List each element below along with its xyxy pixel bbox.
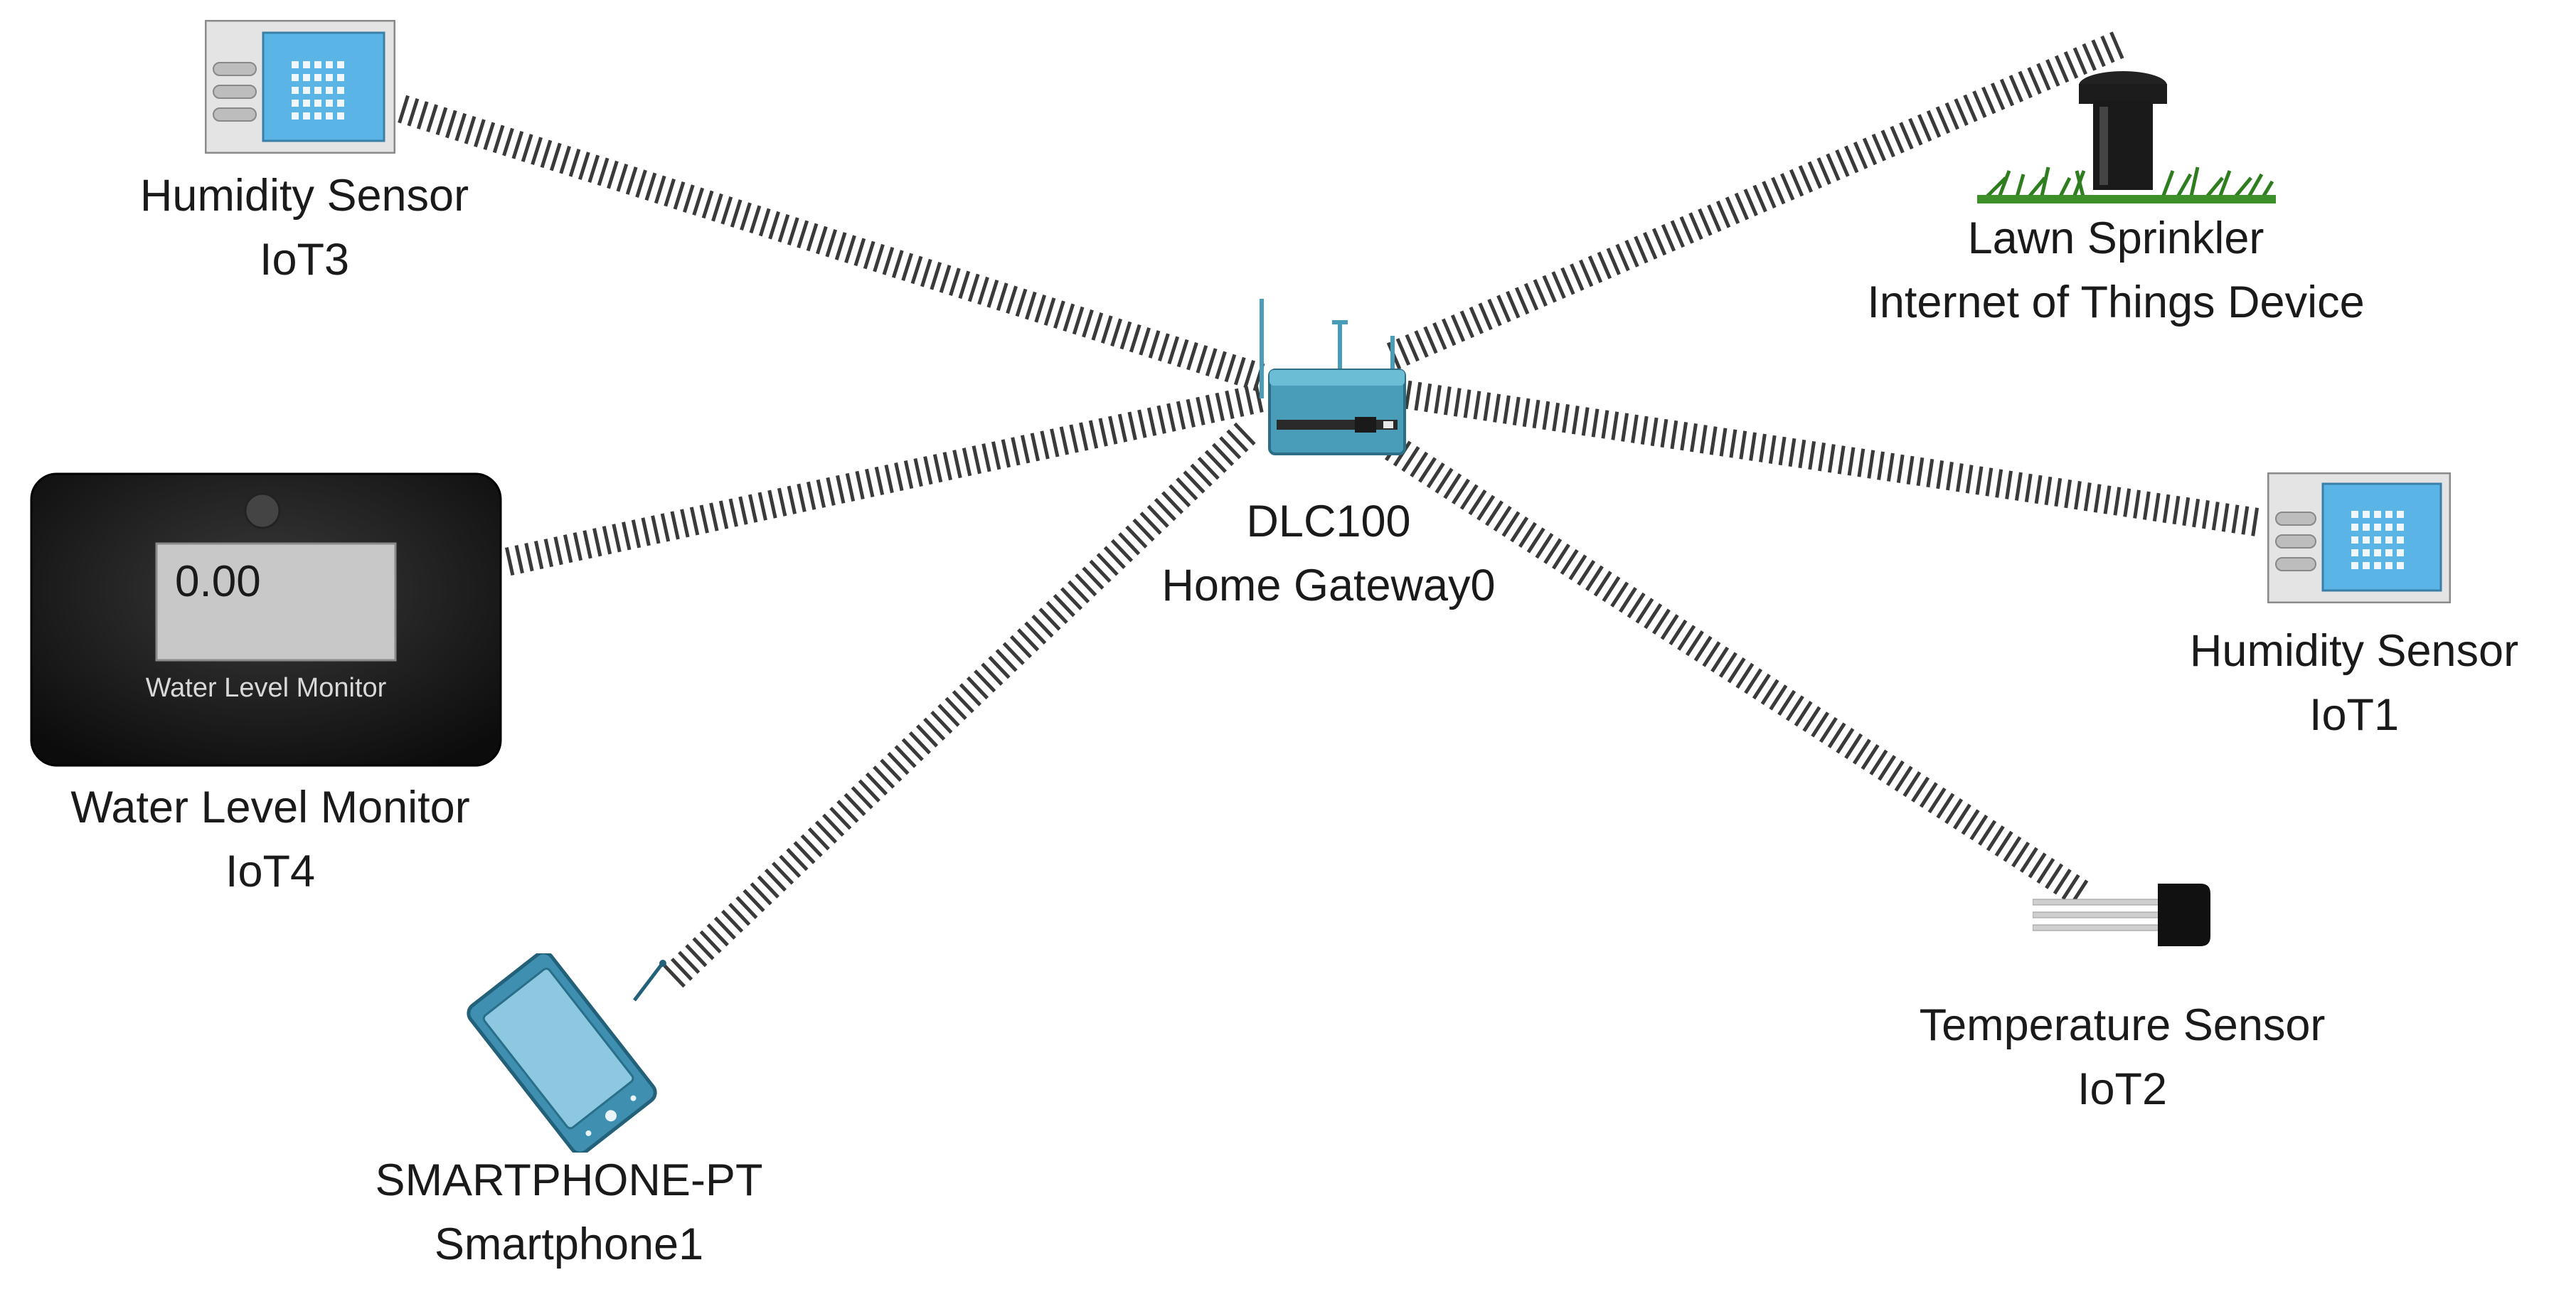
smartphone-label: SMARTPHONE-PT Smartphone1: [376, 1148, 763, 1276]
water-level-monitor-iot4-label: Water Level Monitor IoT4: [70, 775, 469, 904]
device-name: IoT4: [225, 847, 316, 896]
water-level-monitor-iot4-device[interactable]: 0.00 Water Level Monitor: [30, 472, 502, 767]
home-gateway-device[interactable]: [1248, 299, 1426, 477]
home-gateway-icon: [1260, 299, 1406, 455]
device-model: SMARTPHONE-PT: [375, 1155, 763, 1205]
water-level-reading: 0.00: [175, 557, 261, 606]
device-name: Smartphone1: [434, 1219, 704, 1269]
device-model: Water Level Monitor: [70, 783, 470, 832]
lawn-sprinkler-device[interactable]: [1977, 64, 2276, 206]
device-model: Lawn Sprinkler: [1967, 213, 2264, 263]
humidity-sensor-icon: [204, 19, 396, 154]
humidity-sensor-iot3-device[interactable]: [204, 19, 396, 154]
humidity-sensor-icon: [2267, 472, 2452, 604]
home-gateway-label: DLC100 Home Gateway0: [1161, 489, 1495, 618]
wireless-link-iot4[interactable]: [504, 383, 1264, 576]
wireless-link-iot1[interactable]: [1404, 380, 2260, 536]
humidity-sensor-iot1-device[interactable]: [2267, 472, 2452, 604]
wireless-link-iot3[interactable]: [398, 95, 1265, 391]
humidity-sensor-iot1-label: Humidity Sensor IoT1: [2190, 619, 2518, 747]
wireless-link-smartphone[interactable]: [663, 422, 1256, 988]
temperature-sensor-iot2-device[interactable]: [2032, 879, 2210, 951]
temperature-sensor-icon: [2032, 884, 2210, 946]
device-name: IoT1: [2309, 690, 2400, 740]
device-name: Home Gateway0: [1161, 561, 1496, 610]
device-model: Humidity Sensor: [139, 171, 469, 221]
lawn-sprinkler-icon: [1977, 71, 2276, 203]
water-level-panel-text: Water Level Monitor: [145, 673, 387, 703]
temperature-sensor-iot2-label: Temperature Sensor IoT2: [1920, 993, 2326, 1121]
device-name: Internet of Things Device: [1867, 277, 2365, 327]
water-level-monitor-icon: [30, 472, 502, 767]
device-model: Temperature Sensor: [1919, 1000, 2326, 1050]
device-model: Humidity Sensor: [2189, 626, 2519, 676]
humidity-sensor-iot3-label: Humidity Sensor IoT3: [140, 164, 469, 292]
device-name: IoT3: [259, 235, 350, 285]
device-model: DLC100: [1246, 497, 1411, 546]
smartphone-device[interactable]: [448, 951, 676, 1155]
device-name: IoT2: [2077, 1064, 2168, 1114]
lawn-sprinkler-label: Lawn Sprinkler Internet of Things Device: [1867, 206, 2364, 334]
smartphone-icon: [467, 951, 666, 1155]
